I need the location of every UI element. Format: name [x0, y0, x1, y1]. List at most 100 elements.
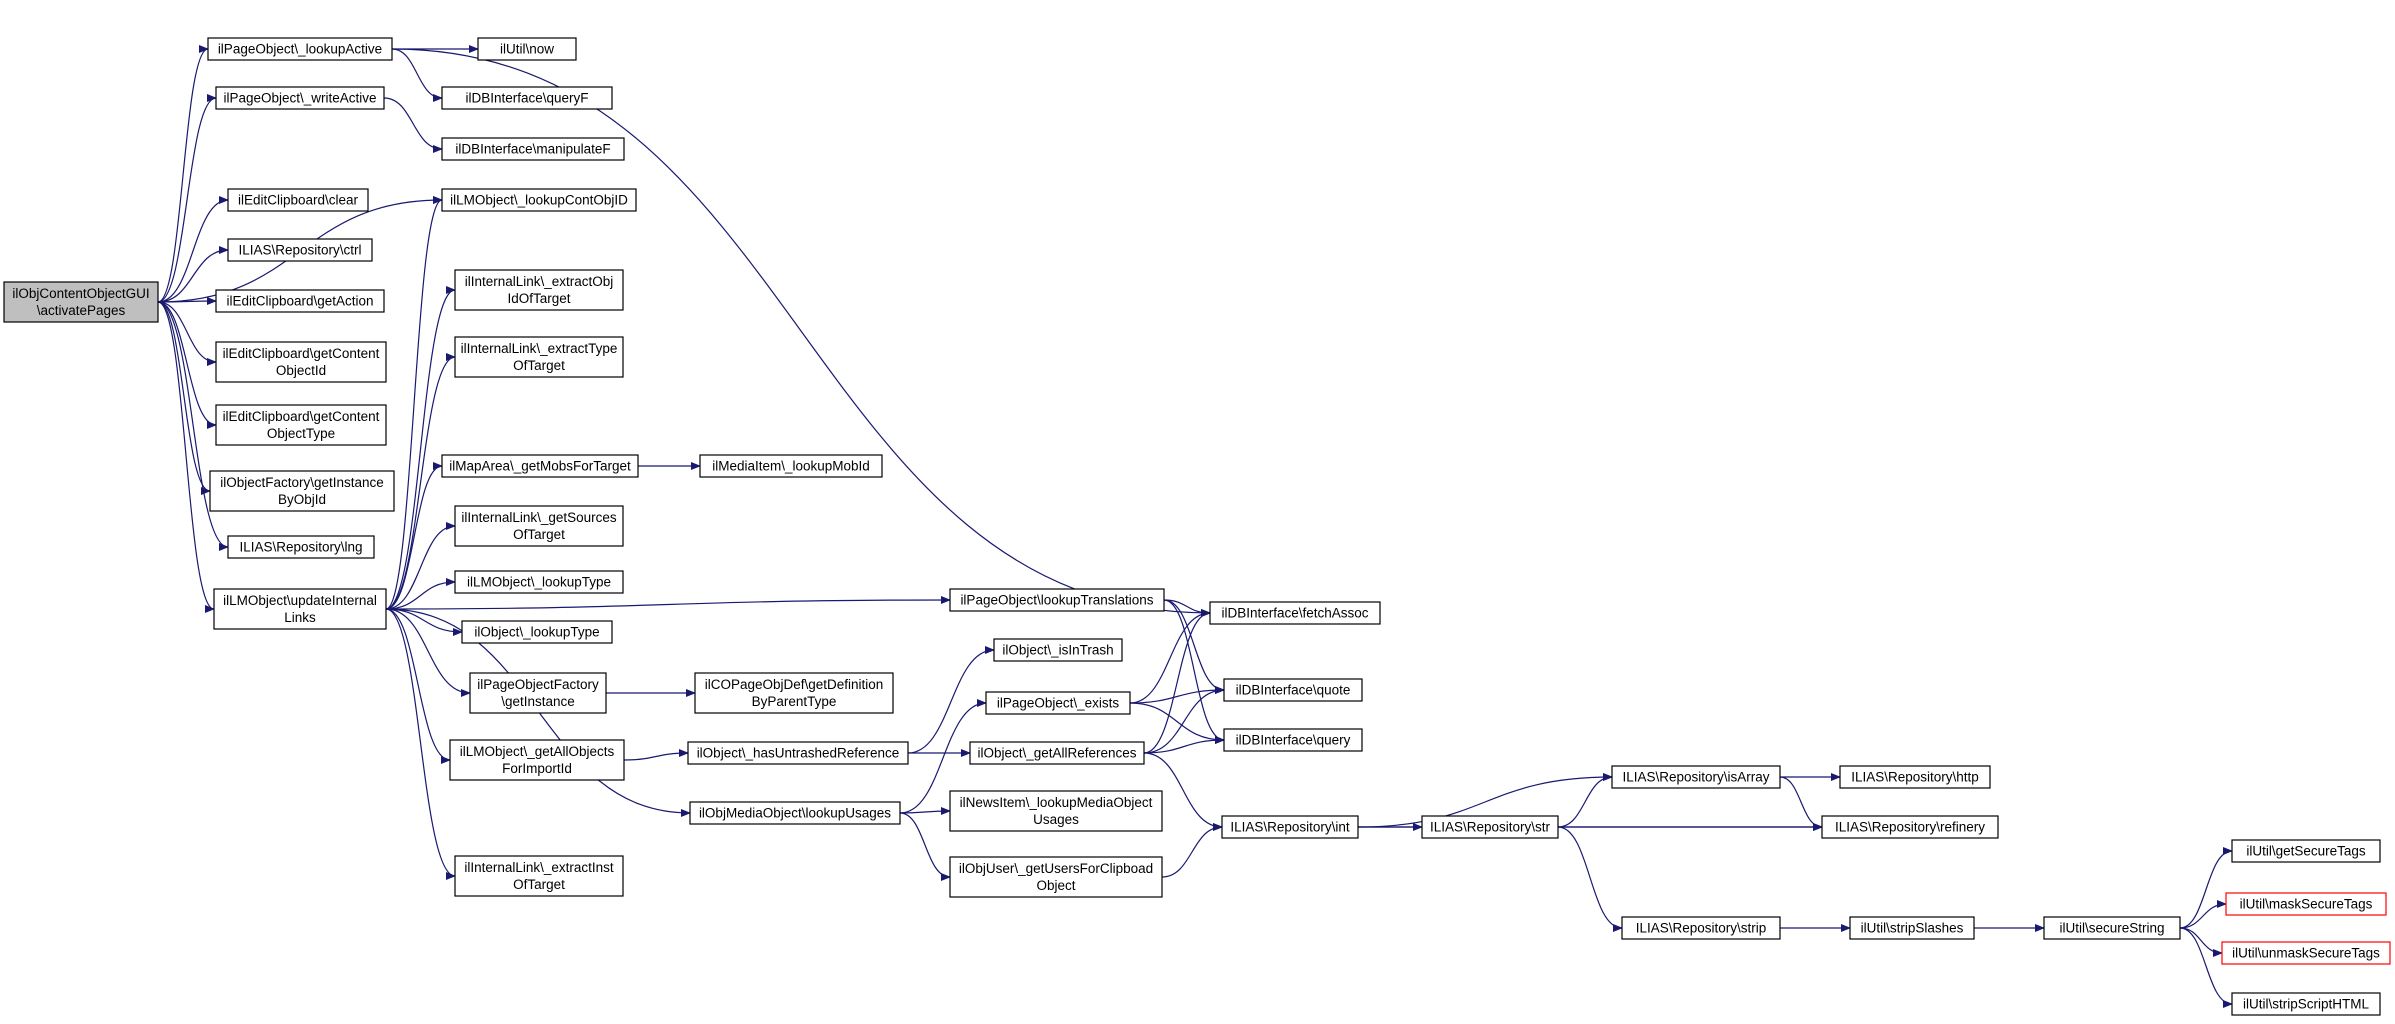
node-box	[1849, 916, 1975, 940]
node-label: ILIAS\Repository\int	[1230, 820, 1350, 835]
node-label: ilUtil\unmaskSecureTags	[2232, 946, 2380, 961]
node-ilpageobject-lookuptranslations[interactable]: ilPageObject\lookupTranslations	[949, 588, 1165, 612]
node-ilutil-masksecuretags[interactable]: ilUtil\maskSecureTags	[2225, 892, 2387, 916]
edge-ilpageobject-exists-to-ildbinterface-quote	[1129, 686, 1225, 704]
node-label: ilDBInterface\queryF	[465, 91, 588, 106]
node-ilmaparea-getmobsfortarget[interactable]: ilMapArea\_getMobsForTarget	[441, 454, 639, 478]
node-box	[454, 505, 624, 547]
node-label: ilNewsItem\_lookupMediaObject	[960, 795, 1153, 810]
node-ildbinterface-queryf[interactable]: ilDBInterface\queryF	[441, 86, 613, 110]
edge-illmobject-updateinternal-links-to-ilinternallink-getsources-oftarget	[385, 522, 456, 610]
node-label: ilUtil\secureString	[2059, 921, 2164, 936]
node-ilmediaitem-lookupmobid[interactable]: ilMediaItem\_lookupMobId	[699, 454, 883, 478]
node-label: ByParentType	[752, 694, 837, 709]
node-ilobject-isintrash[interactable]: ilObject\_isInTrash	[993, 638, 1123, 662]
node-box	[454, 269, 624, 311]
node-illmobject-lookupcontobjid[interactable]: ilLMObject\_lookupContObjID	[441, 188, 637, 212]
node-ilias-repository-http[interactable]: ILIAS\Repository\http	[1839, 765, 1991, 789]
node-label: ilEditClipboard\getContent	[223, 346, 380, 361]
node-ilobjmediaobject-lookupusages[interactable]: ilObjMediaObject\lookupUsages	[689, 801, 901, 825]
node-illmobject-lookuptype[interactable]: ilLMObject\_lookupType	[454, 570, 624, 594]
edge-illmobject-updateinternal-links-to-illmobject-getallobjects-forimportid	[385, 608, 451, 764]
node-ildbinterface-query[interactable]: ilDBInterface\query	[1223, 728, 1363, 752]
node-ilpageobject-lookupactive[interactable]: ilPageObject\_lookupActive	[207, 37, 393, 61]
edge-ilutil-securestring-to-ilutil-unmasksecuretags	[2179, 927, 2223, 957]
edge-ilobject-getallreferences-to-ildbinterface-fetchassoc	[1143, 609, 1211, 754]
node-label: ilEditClipboard\getAction	[226, 294, 373, 309]
node-ilias-repository-ctrl[interactable]: ILIAS\Repository\ctrl	[227, 238, 373, 262]
node-ilias-repository-int[interactable]: ILIAS\Repository\int	[1221, 815, 1359, 839]
node-ilobjcontentobjectgui-activatepages[interactable]: ilObjContentObjectGUI\activatePages	[3, 281, 159, 323]
node-label: ilLMObject\_lookupContObjID	[450, 193, 628, 208]
node-label: ilInternalLink\_extractType	[461, 341, 618, 356]
node-box	[1421, 815, 1559, 839]
node-label: OfTarget	[513, 358, 565, 373]
node-ilutil-now[interactable]: ilUtil\now	[477, 37, 577, 61]
node-label: ILIAS\Repository\ctrl	[238, 243, 361, 258]
edge-illmobject-updateinternal-links-to-illmobject-lookupcontobjid	[385, 196, 443, 610]
node-ilobject-lookuptype[interactable]: ilObject\_lookupType	[461, 620, 613, 644]
node-ildbinterface-fetchassoc[interactable]: ilDBInterface\fetchAssoc	[1209, 601, 1381, 625]
node-ilpageobject-exists[interactable]: ilPageObject\_exists	[985, 691, 1131, 715]
node-ilutil-securestring[interactable]: ilUtil\secureString	[2043, 916, 2181, 940]
node-label: ilObject\_lookupType	[474, 625, 599, 640]
node-label: OfTarget	[513, 527, 565, 542]
node-label: ilUtil\maskSecureTags	[2240, 897, 2373, 912]
node-label: ilObject\_getAllReferences	[977, 746, 1136, 761]
node-label: ilInternalLink\_getSources	[461, 510, 617, 525]
node-ilobject-getallreferences[interactable]: ilObject\_getAllReferences	[969, 741, 1145, 765]
edge-ilutil-securestring-to-ilutil-stripscripthtml	[2179, 927, 2233, 1008]
node-box	[469, 672, 607, 714]
node-ilutil-stripscripthtml[interactable]: ilUtil\stripScriptHTML	[2231, 992, 2381, 1016]
node-label: ilMapArea\_getMobsForTarget	[449, 459, 631, 474]
node-ileditclipboard-getaction[interactable]: ilEditClipboard\getAction	[215, 289, 385, 313]
node-ilias-repository-strip[interactable]: ILIAS\Repository\strip	[1621, 916, 1781, 940]
edge-ilpageobject-writeactive-to-ildbinterface-manipulatef	[383, 97, 443, 153]
node-ileditclipboard-clear[interactable]: ilEditClipboard\clear	[227, 188, 369, 212]
node-ilias-repository-lng[interactable]: ILIAS\Repository\lng	[227, 535, 375, 559]
node-ilpageobjectfactory-getinstance[interactable]: ilPageObjectFactory\getInstance	[469, 672, 607, 714]
edge-ilpageobject-lookuptranslations-to-ildbinterface-quote	[1163, 599, 1225, 694]
node-box	[449, 739, 625, 781]
node-label: ilObjContentObjectGUI	[12, 286, 149, 301]
edge-ilobjcontentobjectgui-activatepages-to-illmobject-updateinternal-links	[157, 301, 215, 613]
node-ilutil-stripslashes[interactable]: ilUtil\stripSlashes	[1849, 916, 1975, 940]
node-box	[227, 238, 373, 262]
node-box	[2231, 839, 2381, 863]
node-ilias-repository-refinery[interactable]: ILIAS\Repository\refinery	[1821, 815, 1999, 839]
node-box	[215, 289, 385, 313]
node-ilpageobject-writeactive[interactable]: ilPageObject\_writeActive	[215, 86, 385, 110]
node-ilias-repository-isarray[interactable]: ILIAS\Repository\isArray	[1611, 765, 1781, 789]
node-ildbinterface-manipulatef[interactable]: ilDBInterface\manipulateF	[441, 137, 625, 161]
node-ilobject-hasuntrashedreference[interactable]: ilObject\_hasUntrashedReference	[687, 741, 909, 765]
node-ildbinterface-quote[interactable]: ilDBInterface\quote	[1223, 678, 1363, 702]
node-ilias-repository-str[interactable]: ILIAS\Repository\str	[1421, 815, 1559, 839]
node-ilutil-unmasksecuretags[interactable]: ilUtil\unmaskSecureTags	[2221, 941, 2391, 965]
edge-illmobject-updateinternal-links-to-ilpageobject-lookuptranslations	[385, 596, 951, 610]
edge-ilutil-securestring-to-ilutil-getsecuretags	[2179, 847, 2233, 929]
node-label: ilDBInterface\query	[1236, 733, 1351, 748]
edge-ilobjuser-getusersforclipboad-object-to-ilias-repository-int	[1161, 823, 1223, 878]
edge-ilpageobject-exists-to-ildbinterface-query	[1129, 702, 1225, 744]
node-box	[985, 691, 1131, 715]
node-ilutil-getsecuretags[interactable]: ilUtil\getSecureTags	[2231, 839, 2381, 863]
edge-ilias-repository-isarray-to-ilias-repository-refinery	[1779, 776, 1823, 831]
node-label: ILIAS\Repository\str	[1430, 820, 1551, 835]
edge-ilobjcontentobjectgui-activatepages-to-ileditclipboard-clear	[157, 196, 229, 303]
node-box	[207, 37, 393, 61]
node-box	[215, 404, 387, 446]
node-label: Usages	[1033, 812, 1079, 827]
